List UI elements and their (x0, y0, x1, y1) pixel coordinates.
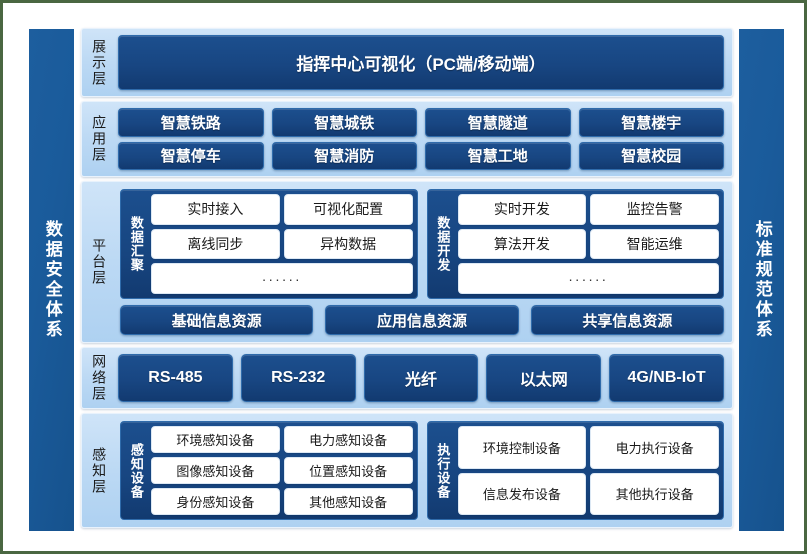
app-item-smart-construction-site[interactable]: 智慧工地 (425, 141, 571, 170)
layer-sensing: 感知层 感知设备 环境感知设备 电力感知设备 图像感知设备 位置感知设备 (81, 413, 733, 528)
sensing-group-sensing-title: 感知设备 (125, 426, 147, 515)
sensing-group-actuator-title-text: 执行设备 (435, 442, 451, 499)
platform-item-development-more[interactable]: ······ (457, 263, 719, 294)
sensing-item-environment-sensor[interactable]: 环境感知设备 (151, 426, 280, 453)
platform-group-development-title: 数据开发 (432, 194, 454, 294)
network-item-optical-fiber[interactable]: 光纤 (363, 354, 479, 402)
resource-shared-information[interactable]: 共享信息资源 (530, 305, 724, 335)
network-item-ethernet[interactable]: 以太网 (486, 354, 602, 402)
pillar-data-security: 数据安全体系 (28, 28, 75, 532)
app-item-smart-campus[interactable]: 智慧校园 (578, 141, 724, 170)
network-item-rs485[interactable]: RS-485 (118, 354, 233, 402)
platform-group-aggregation-title: 数据汇聚 (125, 194, 147, 294)
app-item-smart-building[interactable]: 智慧楼宇 (578, 108, 724, 137)
platform-item-algorithm-dev[interactable]: 算法开发 (457, 228, 587, 260)
sensing-group-actuator-devices: 执行设备 环境控制设备 电力执行设备 信息发布设备 其他执行设备 (426, 421, 724, 520)
layer-network-body: RS-485 RS-232 光纤 以太网 4G/NB-IoT (116, 348, 732, 408)
sensing-groups: 感知设备 环境感知设备 电力感知设备 图像感知设备 位置感知设备 身份感知设备 … (120, 421, 724, 520)
sensing-item-other-sensor[interactable]: 其他感知设备 (283, 488, 413, 515)
layer-sensing-label: 感知层 (82, 414, 116, 527)
layer-sensing-body: 感知设备 环境感知设备 电力感知设备 图像感知设备 位置感知设备 身份感知设备 … (116, 414, 732, 527)
platform-resources-row: 基础信息资源 应用信息资源 共享信息资源 (120, 305, 724, 335)
layer-stack: 展示层 指挥中心可视化（PC端/移动端） 应用层 智慧铁路 智慧城铁 智慧隧道 … (81, 28, 733, 532)
sensing-group-sensing-items: 环境感知设备 电力感知设备 图像感知设备 位置感知设备 身份感知设备 其他感知设… (151, 426, 413, 515)
layer-display: 展示层 指挥中心可视化（PC端/移动端） (81, 28, 733, 97)
sensing-group-actuator-items: 环境控制设备 电力执行设备 信息发布设备 其他执行设备 (457, 426, 719, 515)
layer-network-label: 网络层 (82, 348, 116, 408)
layer-application-label-text: 应用层 (91, 115, 108, 163)
sensing-group-sensing-devices: 感知设备 环境感知设备 电力感知设备 图像感知设备 位置感知设备 身份感知设备 … (120, 421, 418, 520)
layer-display-label-text: 展示层 (91, 38, 108, 87)
sensing-group-sensing-title-text: 感知设备 (128, 442, 144, 499)
layer-platform: 平台层 数据汇聚 实时接入 可视化配置 离线同步 异构数据 (81, 181, 733, 343)
actuator-item-other-actuator[interactable]: 其他执行设备 (590, 472, 719, 515)
layer-application-body: 智慧铁路 智慧城铁 智慧隧道 智慧楼宇 智慧停车 智慧消防 智慧工地 智慧校园 (116, 102, 732, 176)
actuator-item-information-release[interactable]: 信息发布设备 (457, 472, 587, 515)
network-grid: RS-485 RS-232 光纤 以太网 4G/NB-IoT (118, 354, 724, 402)
app-item-smart-urban-rail[interactable]: 智慧城铁 (271, 108, 417, 137)
layer-display-body: 指挥中心可视化（PC端/移动端） (116, 29, 732, 96)
layer-application-label: 应用层 (82, 102, 116, 176)
network-item-4g-nbiot[interactable]: 4G/NB-IoT (609, 354, 724, 402)
sensing-item-power-sensor[interactable]: 电力感知设备 (283, 426, 413, 453)
platform-item-realtime-ingest[interactable]: 实时接入 (151, 194, 280, 225)
layer-network-label-text: 网络层 (91, 354, 108, 402)
pillar-standards-spec: 标准规范体系 (738, 28, 785, 532)
sensing-group-actuator-title: 执行设备 (432, 426, 454, 515)
platform-item-heterogeneous-data[interactable]: 异构数据 (283, 228, 413, 260)
platform-item-offline-sync[interactable]: 离线同步 (151, 228, 280, 260)
platform-item-monitoring-alarm[interactable]: 监控告警 (590, 194, 719, 225)
app-item-smart-firefighting[interactable]: 智慧消防 (271, 141, 417, 170)
network-item-rs232[interactable]: RS-232 (240, 354, 356, 402)
layer-platform-body: 数据汇聚 实时接入 可视化配置 离线同步 异构数据 ······ (116, 182, 732, 342)
platform-item-realtime-dev[interactable]: 实时开发 (457, 194, 587, 225)
pillar-right-label: 标准规范体系 (752, 220, 772, 340)
platform-group-development-title-text: 数据开发 (435, 216, 451, 272)
layer-application: 应用层 智慧铁路 智慧城铁 智慧隧道 智慧楼宇 智慧停车 智慧消防 智慧工地 智… (81, 101, 733, 177)
platform-item-intelligent-ops[interactable]: 智能运维 (590, 228, 719, 260)
sensing-item-location-sensor[interactable]: 位置感知设备 (283, 457, 413, 484)
layer-display-label: 展示层 (82, 29, 116, 96)
platform-group-data-aggregation: 数据汇聚 实时接入 可视化配置 离线同步 异构数据 ······ (120, 189, 418, 299)
platform-groups: 数据汇聚 实时接入 可视化配置 离线同步 异构数据 ······ (120, 189, 724, 299)
platform-group-development-items: 实时开发 监控告警 算法开发 智能运维 ······ (457, 194, 719, 294)
layer-sensing-label-text: 感知层 (91, 446, 108, 495)
platform-group-aggregation-title-text: 数据汇聚 (128, 216, 144, 272)
sensing-item-identity-sensor[interactable]: 身份感知设备 (151, 488, 280, 515)
platform-group-data-development: 数据开发 实时开发 监控告警 算法开发 智能运维 ······ (426, 189, 724, 299)
application-grid: 智慧铁路 智慧城铁 智慧隧道 智慧楼宇 智慧停车 智慧消防 智慧工地 智慧校园 (118, 108, 724, 170)
platform-group-aggregation-items: 实时接入 可视化配置 离线同步 异构数据 ······ (151, 194, 413, 294)
layer-platform-label: 平台层 (82, 182, 116, 342)
platform-item-aggregation-more[interactable]: ······ (151, 263, 413, 294)
display-banner[interactable]: 指挥中心可视化（PC端/移动端） (118, 35, 724, 90)
pillar-left-label: 数据安全体系 (42, 220, 62, 340)
app-item-smart-parking[interactable]: 智慧停车 (118, 141, 264, 170)
resource-basic-information[interactable]: 基础信息资源 (120, 305, 314, 335)
resource-application-information[interactable]: 应用信息资源 (325, 305, 519, 335)
platform-item-visual-config[interactable]: 可视化配置 (283, 194, 413, 225)
layer-network: 网络层 RS-485 RS-232 光纤 以太网 4G/NB-IoT (81, 347, 733, 409)
app-item-smart-tunnel[interactable]: 智慧隧道 (425, 108, 571, 137)
sensing-item-image-sensor[interactable]: 图像感知设备 (151, 457, 280, 484)
actuator-item-environment-control[interactable]: 环境控制设备 (457, 426, 587, 469)
app-item-smart-railway[interactable]: 智慧铁路 (118, 108, 264, 137)
layer-platform-label-text: 平台层 (91, 238, 108, 286)
actuator-item-power-actuator[interactable]: 电力执行设备 (590, 426, 719, 469)
